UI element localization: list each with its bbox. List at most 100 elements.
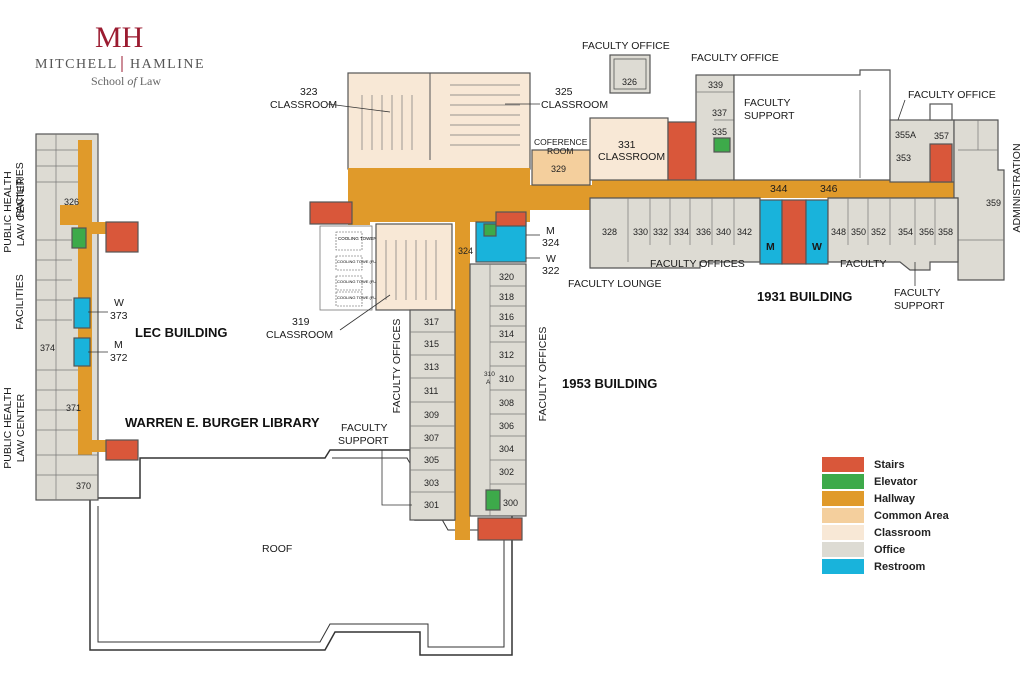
room-334: 334 (674, 227, 689, 237)
room-350: 350 (851, 227, 866, 237)
cooling-tower-3: COOLING TOWE (FUTURE) (337, 279, 389, 284)
label-m324: M (546, 225, 555, 237)
room-371: 371 (66, 403, 81, 413)
label-facilities-top: FACILITIES (14, 162, 26, 217)
legend-label-restroom: Restroom (874, 561, 926, 573)
label-c319-num: 319 (292, 316, 310, 328)
legend-label-stairs: Stairs (874, 459, 905, 471)
1931-building-label: 1931 BUILDING (757, 289, 852, 304)
label-m372-num: 372 (110, 352, 128, 364)
room-315: 315 (424, 339, 439, 349)
burger-library-label: WARREN E. BURGER LIBRARY (125, 415, 320, 430)
label-faculty-office-339: FACULTY OFFICE (691, 52, 779, 64)
room-305: 305 (424, 455, 439, 465)
label-conference-2: ROOM (547, 146, 573, 156)
label-faculty-office-top: FACULTY OFFICE (582, 40, 670, 52)
legend-swatch-office (822, 542, 864, 557)
room-337: 337 (712, 108, 727, 118)
legend-label-office: Office (874, 544, 905, 556)
legend-swatch-restroom (822, 559, 864, 574)
classroom-325-seating (450, 84, 520, 146)
legend-swatch-common (822, 508, 864, 523)
label-faculty-offices-left: FACULTY OFFICES (391, 319, 403, 414)
1931-north-area (733, 69, 891, 181)
room-339: 339 (708, 80, 723, 90)
room-340: 340 (716, 227, 731, 237)
label-w373-num: 373 (110, 310, 128, 322)
label-facilities-mid: FACILITIES (14, 274, 26, 329)
label-faculty-office-right: FACULTY OFFICE (908, 89, 996, 101)
faculty-office-326 (609, 54, 651, 94)
room-335: 335 (712, 127, 727, 137)
1931-office-dividers-west (627, 198, 735, 262)
room-326-lec: 326 (64, 197, 79, 207)
cooling-tower-4: COOLING TOWE (FUTURE) (337, 295, 389, 300)
room-329: 329 (551, 164, 566, 174)
elevator-324 (483, 223, 497, 237)
legend-swatch-elevator (822, 474, 864, 489)
1953-east-dividers (489, 264, 526, 516)
room-348: 348 (831, 227, 846, 237)
label-c323: CLASSROOM (270, 99, 337, 111)
lec-building: 326 374 371 370 (35, 133, 139, 501)
label-faculty-support-1931-1: FACULTY (894, 287, 940, 299)
legend-label-common: Common Area (874, 510, 950, 522)
room-308: 308 (499, 398, 514, 408)
lec-building-label: LEC BUILDING (135, 325, 227, 340)
label-faculty-support-top-1: FACULTY (744, 97, 790, 109)
cooling-tower-1: COOLING TOWER (338, 236, 377, 241)
classroom-323-seating (361, 95, 413, 150)
room-311: 311 (424, 386, 438, 396)
legend-label-elevator: Elevator (874, 476, 918, 488)
label-c325: CLASSROOM (541, 99, 608, 111)
room-356: 356 (919, 227, 934, 237)
label-w-1931: W (812, 241, 822, 253)
classroom-323-325 (347, 72, 531, 170)
legend-label-classroom: Classroom (874, 527, 931, 539)
lec-restroom-men (73, 337, 91, 367)
1931-south-offices-east (827, 197, 959, 271)
label-w322: W (546, 253, 556, 265)
restroom-1931-women (805, 199, 829, 265)
legend-swatch-stairs (822, 457, 864, 472)
label-public-health-top-2: LAW CENTER (15, 177, 27, 246)
room-307: 307 (424, 433, 439, 443)
lec-elevator (71, 227, 87, 249)
room-326-top: 326 (622, 77, 637, 87)
room-330: 330 (633, 227, 648, 237)
room-306: 306 (499, 421, 514, 431)
label-c319: CLASSROOM (266, 329, 333, 341)
logo-mark: MH (95, 21, 143, 54)
room-303: 303 (424, 478, 439, 488)
room-314: 314 (499, 329, 514, 339)
logo-subtitle: School of Law (91, 74, 161, 88)
lec-stairs-bottom (105, 439, 139, 461)
elevator-300 (485, 489, 501, 511)
classroom-331 (589, 117, 669, 181)
label-public-health-bot-2: LAW CENTER (15, 393, 27, 462)
room-353: 353 (896, 153, 911, 163)
label-m324-num: 324 (542, 237, 560, 249)
faculty-support-leader (381, 450, 412, 506)
lec-stairs-top (105, 221, 139, 253)
lec-restroom-women (73, 297, 91, 329)
restroom-1931-men (759, 199, 783, 265)
stairs-1931 (781, 199, 807, 265)
label-w373: W (114, 297, 124, 309)
room-374: 374 (40, 343, 55, 353)
1931-office-dividers-east (847, 198, 936, 245)
room-302: 302 (499, 467, 514, 477)
classroom-319-seating (385, 240, 437, 300)
1953-west-dividers (410, 331, 455, 493)
roof-label: ROOF (262, 543, 292, 555)
legend-swatch-hallway (822, 491, 864, 506)
label-faculty-offices-right: FACULTY OFFICES (537, 327, 549, 422)
room-318: 318 (499, 292, 514, 302)
room-370: 370 (76, 481, 91, 491)
lec-room-lines (36, 134, 98, 500)
room-324-small: 324 (458, 246, 473, 256)
room-332: 332 (653, 227, 668, 237)
label-m372: M (114, 339, 123, 351)
